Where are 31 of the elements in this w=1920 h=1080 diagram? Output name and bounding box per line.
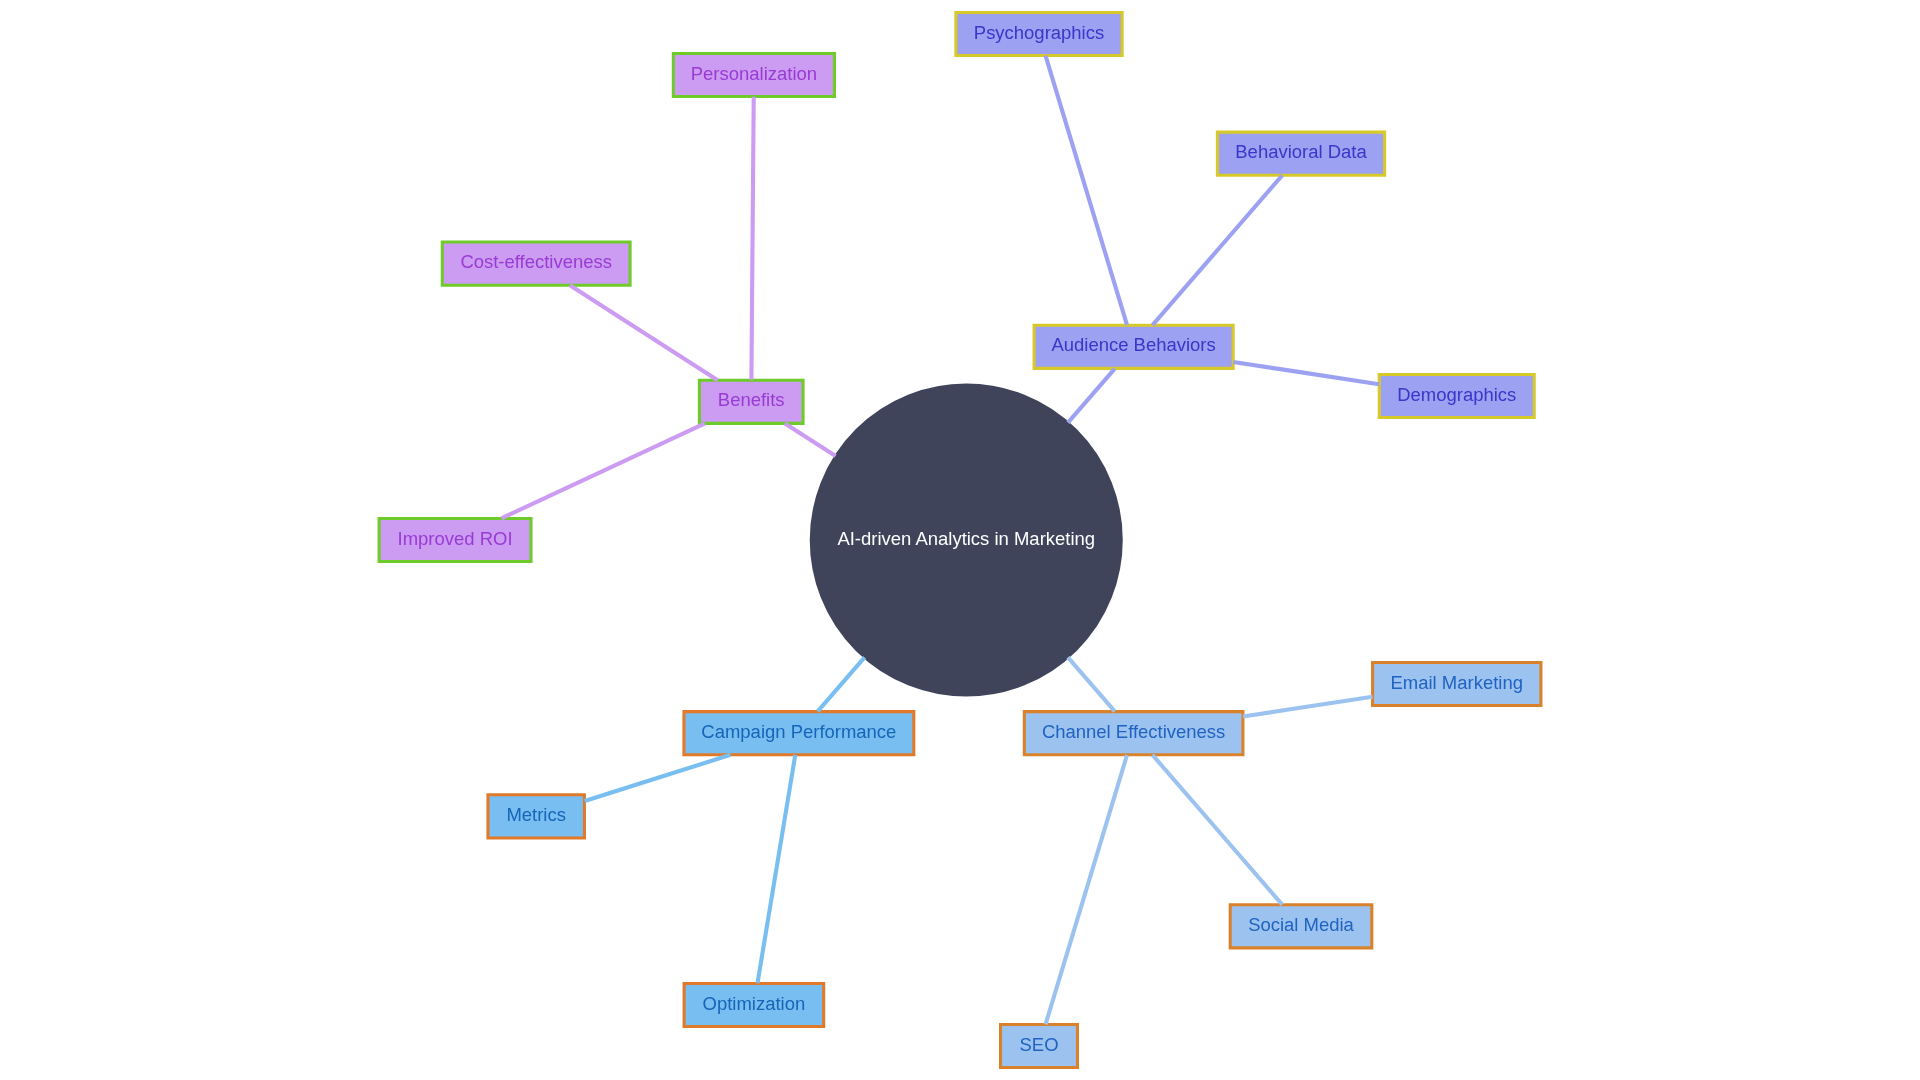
connector — [755, 754, 798, 984]
connector — [1043, 54, 1129, 326]
node-box: SEO — [999, 1022, 1080, 1070]
connector — [1043, 754, 1129, 1026]
connector — [1150, 174, 1284, 327]
node-box: Behavioral Data — [1215, 130, 1387, 177]
connector — [500, 421, 706, 521]
node-box: Cost-effectiveness — [440, 240, 632, 287]
connector — [1150, 753, 1284, 906]
node-box: Social Media — [1228, 903, 1374, 950]
connector — [1242, 694, 1373, 719]
node-box: Metrics — [486, 793, 586, 840]
node-box: Psychographics — [954, 10, 1124, 58]
node-box: Channel Effectiveness — [1022, 710, 1245, 757]
connector — [749, 96, 756, 380]
node-circle: AI-driven Analytics in Marketing — [809, 383, 1123, 697]
connector — [568, 283, 719, 382]
node-box: Benefits — [697, 378, 805, 425]
node-box: Improved ROI — [377, 516, 533, 564]
node-box: Campaign Performance — [682, 710, 916, 757]
node-box: Audience Behaviors — [1032, 323, 1235, 370]
node-box: Email Marketing — [1371, 660, 1543, 708]
node-box: Optimization — [682, 981, 826, 1029]
connector — [584, 752, 732, 803]
connector — [1066, 367, 1117, 424]
node-box: Demographics — [1377, 372, 1536, 420]
connector — [783, 421, 837, 458]
connector — [1232, 359, 1380, 387]
node-box: Personalization — [671, 51, 836, 99]
connector — [1066, 656, 1117, 713]
connector — [816, 656, 867, 713]
